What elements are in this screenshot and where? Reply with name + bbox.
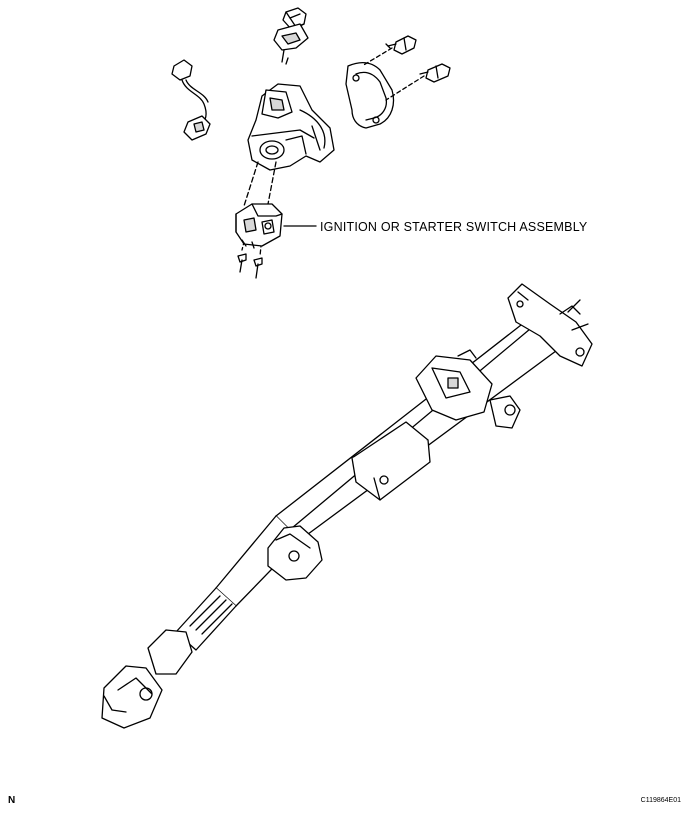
ignition-switch-assembly-part [236,204,282,248]
key-cylinder-part [274,8,308,64]
wire-harness-part [172,60,210,140]
corner-marker-left: N [8,795,16,806]
figure-code-label: C119864E01 [640,797,681,804]
pin-part-upper [386,36,416,54]
bracket-cover-part [346,63,394,128]
pin-part-lower [420,64,450,82]
ignition-switch-callout-label: IGNITION OR STARTER SWITCH ASSEMBLY [320,220,588,234]
lock-housing-part [248,84,334,170]
screw-parts [238,254,262,278]
dashed-leader-pins [362,48,424,100]
steering-column-part [102,284,592,728]
dashed-leader-switch [244,162,276,206]
